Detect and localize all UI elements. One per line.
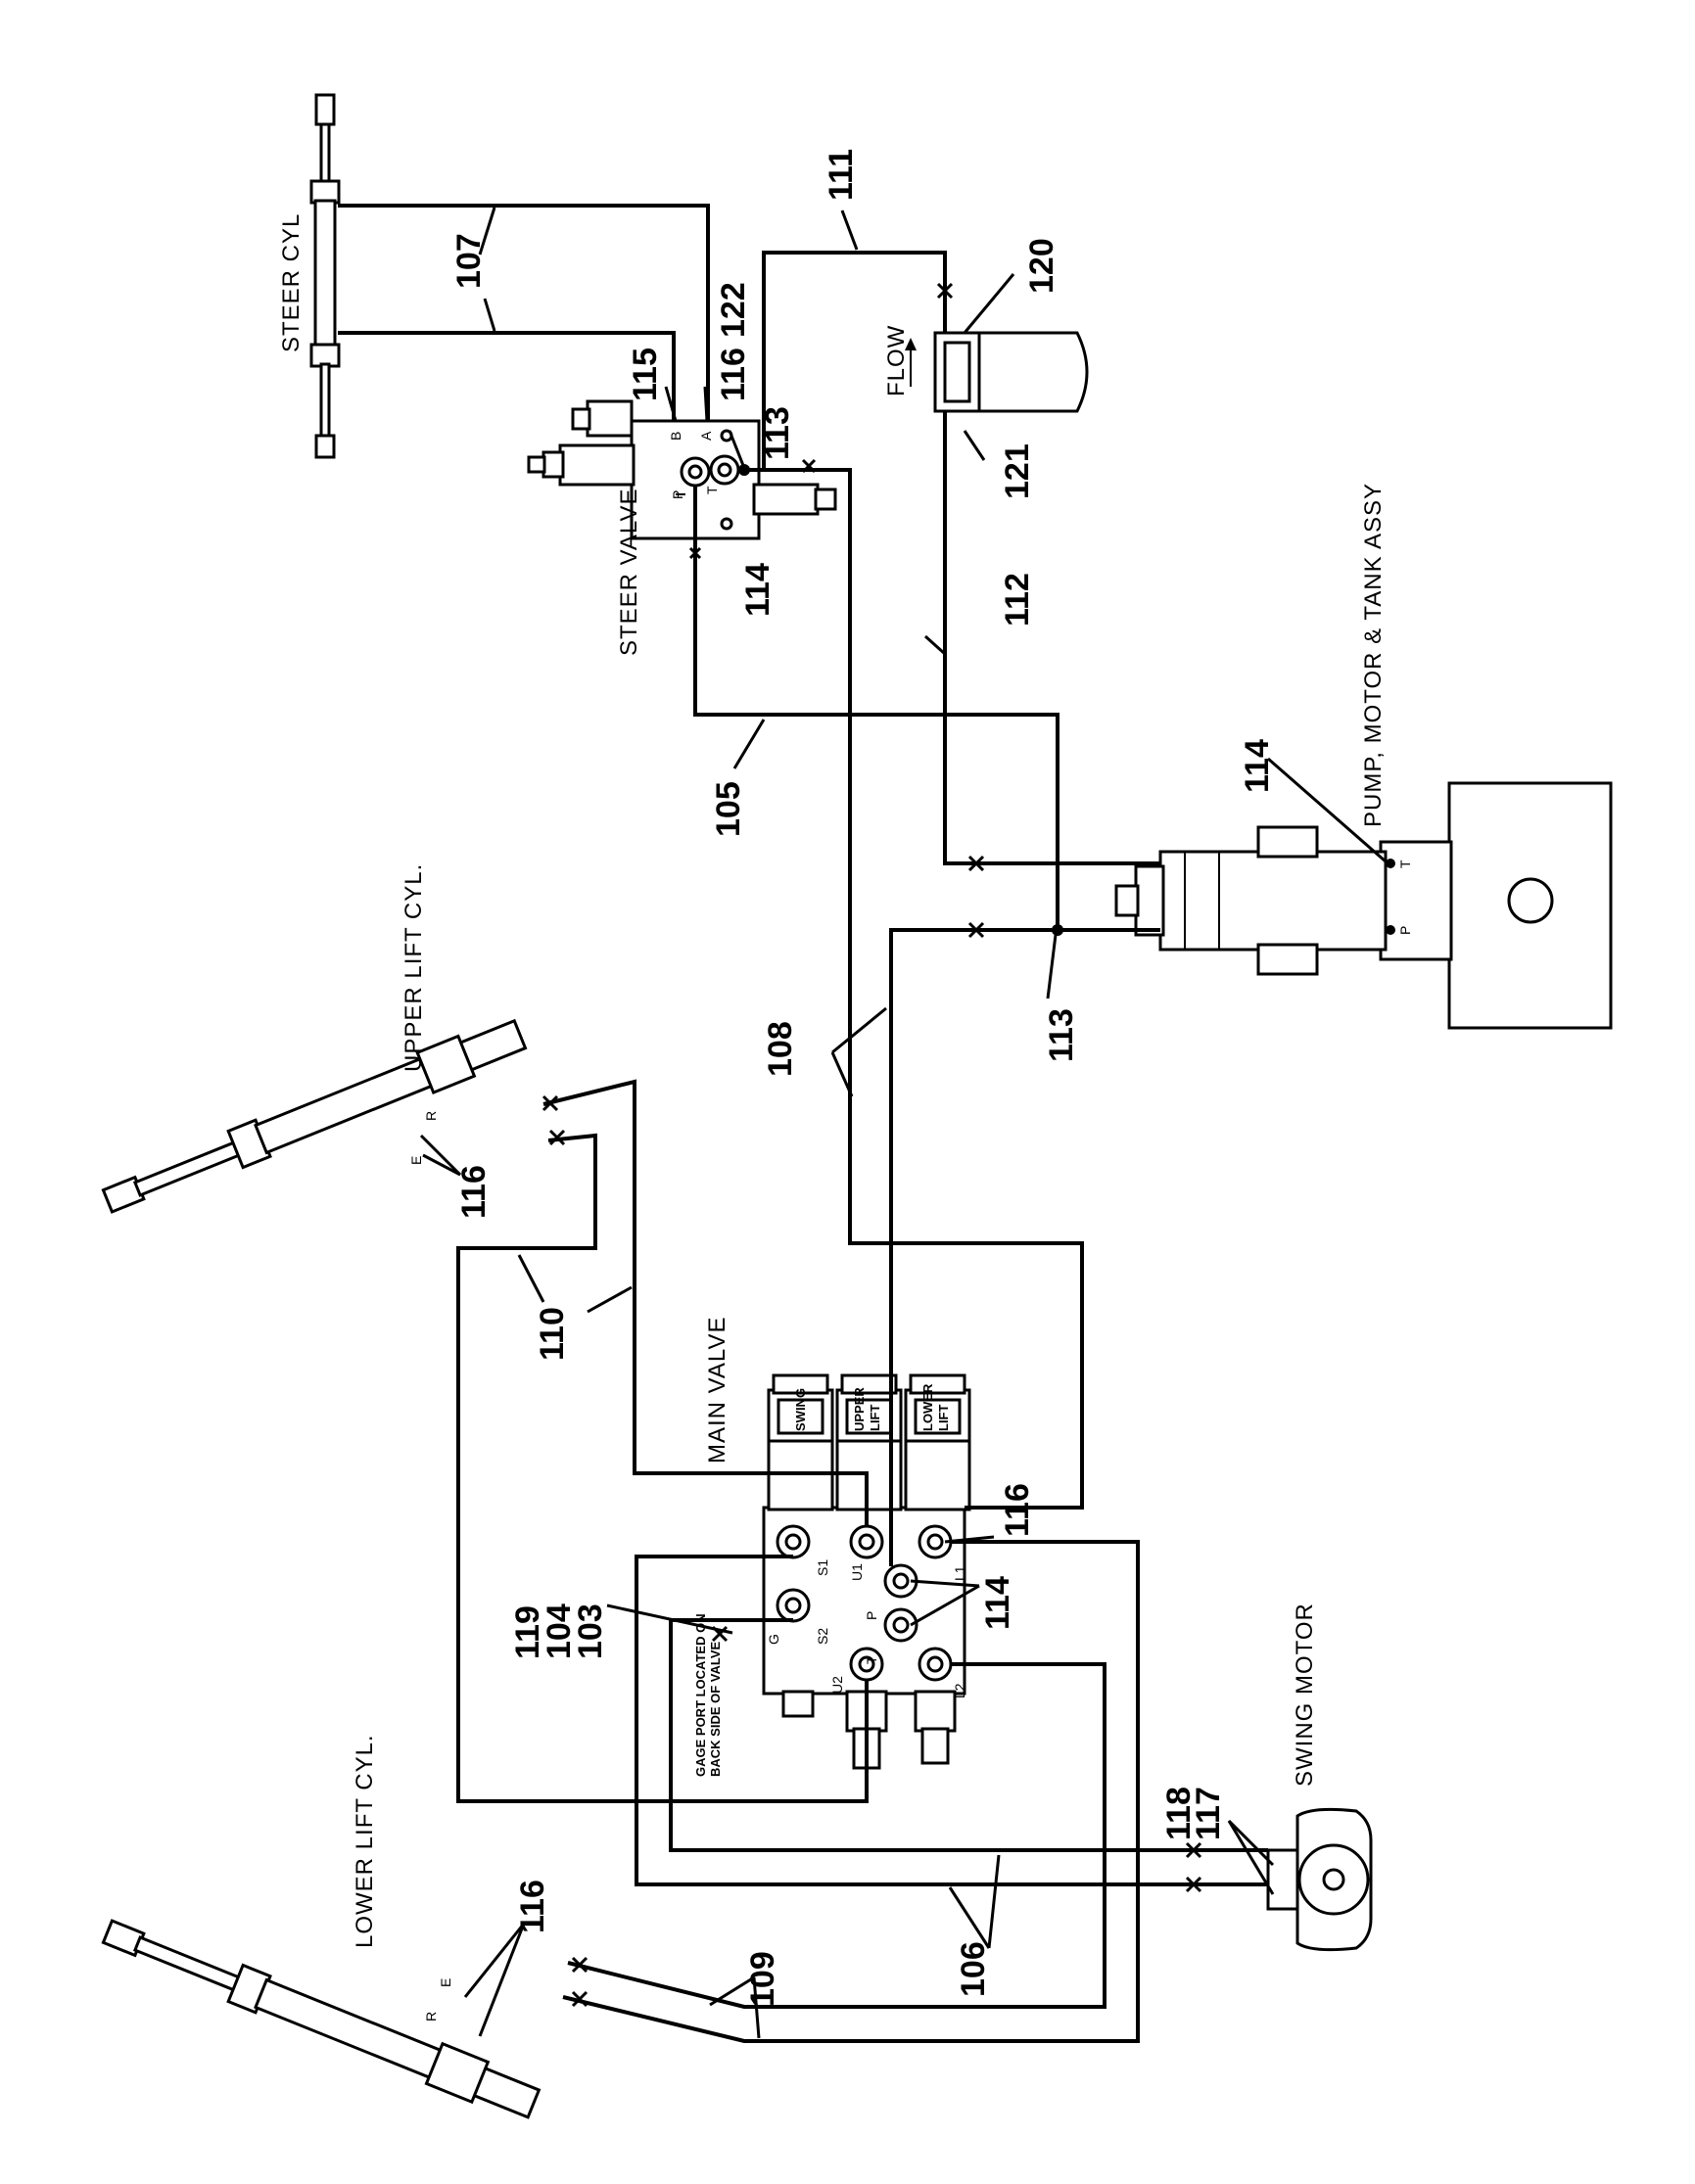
- hose-lines: [338, 204, 1268, 2043]
- fittings: [541, 282, 1202, 2008]
- pump-t-port: [1386, 859, 1395, 868]
- solenoid-upper-label-2: LIFT: [868, 1405, 882, 1431]
- callout-104: 104: [541, 1603, 578, 1659]
- callout-116-lower: 116: [514, 1880, 551, 1933]
- callout-106: 106: [955, 1941, 992, 1997]
- return-filter: [933, 331, 1089, 413]
- steer-cyl-label: STEER CYL: [278, 213, 305, 352]
- callout-116: 116: [715, 348, 752, 401]
- tee-113-lower: [1052, 924, 1063, 936]
- pump-p-port: [1386, 925, 1395, 935]
- pump-port-t: T: [1397, 860, 1413, 868]
- main-port-s1: S1: [815, 1559, 830, 1576]
- upper-cyl-port-e: E: [408, 1156, 424, 1165]
- callout-103: 103: [572, 1603, 609, 1659]
- solenoid-lower-label-2: LIFT: [936, 1405, 951, 1431]
- main-port-g: G: [766, 1634, 781, 1645]
- upper-lift-cyl-label: UPPER LIFT CYL.: [400, 863, 427, 1072]
- main-valve-label: MAIN VALVE: [704, 1317, 730, 1464]
- lower-cyl-port-r: R: [423, 2012, 439, 2021]
- callout-116-main: 116: [999, 1483, 1036, 1537]
- callout-114: 114: [739, 563, 777, 617]
- pump-port-p: P: [1397, 926, 1413, 935]
- callout-105: 105: [710, 781, 747, 837]
- callout-117: 117: [1190, 1787, 1227, 1840]
- leader-lines: [419, 207, 1387, 2039]
- main-port-l2: L2: [952, 1683, 967, 1698]
- gage-note-line-2: BACK SIDE OF VALVE: [708, 1641, 723, 1777]
- lower-lift-cyl-label: LOWER LIFT CYL.: [352, 1734, 378, 1948]
- steer-valve: [527, 399, 837, 540]
- main-port-p: P: [864, 1611, 879, 1620]
- callout-114-pump: 114: [1239, 739, 1276, 793]
- swing-motor: [1266, 1807, 1373, 1952]
- callout-111: 111: [823, 149, 860, 201]
- callout-110: 110: [534, 1307, 571, 1361]
- callout-108: 108: [762, 1021, 799, 1077]
- solenoid-lower-label-1: LOWER: [920, 1383, 935, 1431]
- gage-note-line-1: GAGE PORT LOCATED ON: [693, 1613, 708, 1777]
- callout-112: 112: [999, 573, 1036, 627]
- swing-motor-label: SWING MOTOR: [1292, 1603, 1318, 1787]
- callout-121: 121: [999, 443, 1036, 499]
- pump-assy-label: PUMP, MOTOR & TANK ASSY: [1360, 483, 1387, 827]
- steer-valve-port-b: B: [668, 432, 683, 441]
- tee-113-upper: [738, 464, 750, 476]
- callout-109: 109: [744, 1951, 781, 2007]
- lower-lift-cylinder: [101, 1919, 541, 2119]
- main-port-l1: L1: [952, 1565, 967, 1581]
- solenoid-swing-label: SWING: [793, 1388, 808, 1431]
- steer-valve-port-p: P: [670, 490, 685, 499]
- callout-114-main: 114: [979, 1576, 1016, 1630]
- main-port-u1: U1: [849, 1563, 865, 1581]
- upper-lift-cylinder: [101, 1018, 528, 1214]
- callout-119: 119: [509, 1605, 546, 1659]
- flow-arrow-head: [905, 338, 917, 350]
- callout-120: 120: [1023, 238, 1060, 294]
- steer-cylinder: [309, 93, 341, 459]
- callout-118: 118: [1160, 1787, 1198, 1840]
- callout-116-upper: 116: [455, 1165, 493, 1219]
- pump-motor-tank: [1114, 781, 1613, 1030]
- main-port-u2: U2: [829, 1676, 845, 1694]
- flow-label: FLOW: [883, 325, 910, 396]
- steer-valve-label: STEER VALVE: [616, 488, 642, 657]
- callout-107: 107: [450, 233, 488, 289]
- callout-113: 113: [759, 406, 796, 460]
- callout-113-pump: 113: [1043, 1008, 1080, 1062]
- main-port-t: T: [864, 1655, 879, 1664]
- main-port-s2: S2: [815, 1628, 830, 1645]
- callout-122: 122: [715, 282, 752, 338]
- solenoid-upper-label-1: UPPER: [852, 1387, 867, 1431]
- callout-115: 115: [627, 348, 664, 401]
- upper-cyl-port-r: R: [423, 1111, 439, 1121]
- steer-valve-port-a: A: [698, 431, 714, 441]
- lower-cyl-port-e: E: [438, 1978, 453, 1987]
- steer-valve-port-t: T: [704, 486, 720, 494]
